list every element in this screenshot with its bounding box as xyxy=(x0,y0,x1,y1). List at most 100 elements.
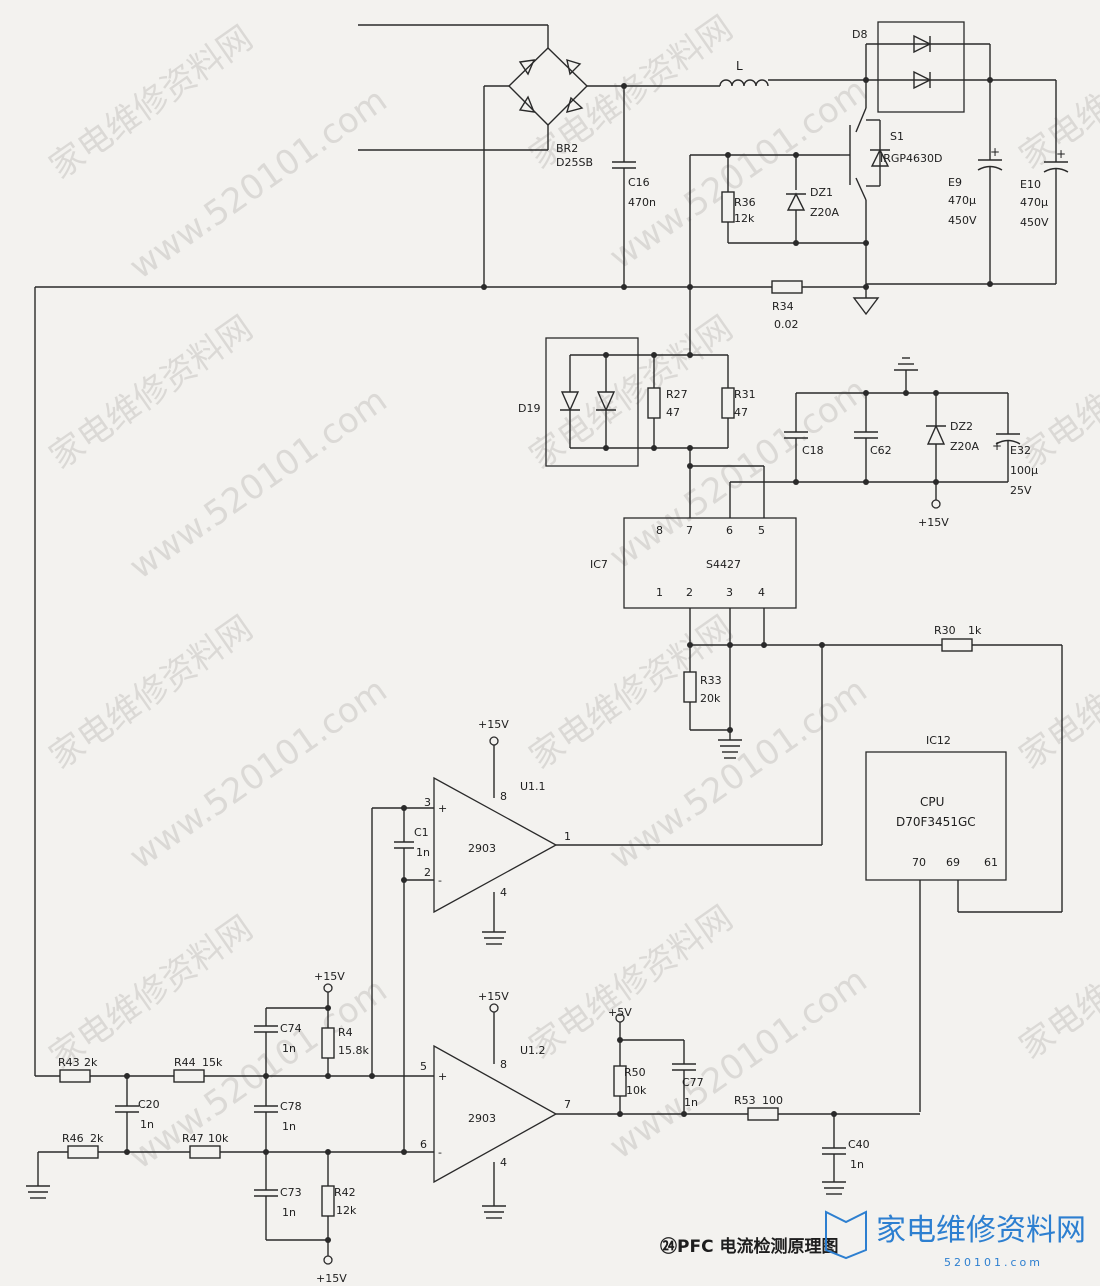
svg-text:+: + xyxy=(438,1070,447,1083)
c73-value: 1n xyxy=(282,1206,296,1219)
bridge-rectifier-br2 xyxy=(508,47,588,126)
watermark-url: www.520101.com xyxy=(122,380,394,587)
r31-value: 47 xyxy=(734,406,748,419)
u11-pin2: 2 xyxy=(424,866,431,879)
output-filter: +5V R50 10k C77 1n R53 100 C40 1n xyxy=(608,1006,920,1195)
watermark-cn: 家电维修资料网 xyxy=(522,8,740,177)
r30-value: 1k xyxy=(968,624,982,637)
c1-value: 1n xyxy=(416,846,430,859)
ic12-part2: D70F3451GC xyxy=(896,815,976,829)
c62-ref: C62 xyxy=(870,444,892,457)
rail-15v-driver: +15V xyxy=(918,516,949,529)
ic12-pin70: 70 xyxy=(912,856,926,869)
svg-text:+: + xyxy=(990,145,1000,159)
svg-text:+: + xyxy=(1056,147,1066,161)
ic12-part1: CPU xyxy=(920,795,944,809)
u11-pin1: 1 xyxy=(564,830,571,843)
r53-ref: R53 xyxy=(734,1094,756,1107)
ic7-pin8: 8 xyxy=(656,524,663,537)
watermark-cn: 家电维修资料网 xyxy=(1012,608,1100,777)
e10-v2: 450V xyxy=(1020,216,1049,229)
r42-value: 12k xyxy=(336,1204,357,1217)
rail-15v-u12: +15V xyxy=(478,990,509,1003)
svg-text:+: + xyxy=(992,439,1002,453)
rail-5v: +5V xyxy=(608,1006,632,1019)
watermark-cn: 家电维修资料网 xyxy=(522,308,740,477)
r27-value: 47 xyxy=(666,406,680,419)
rail-15v-top: +15V xyxy=(314,970,345,983)
r47 xyxy=(189,1145,221,1159)
e32-v1: 100μ xyxy=(1010,464,1038,477)
u12-pin8: 8 xyxy=(500,1058,507,1071)
e10-ref: E10 xyxy=(1020,178,1041,191)
ic7-driver: IC7 S4427 8 7 6 5 1 2 3 4 R30 1k R33 20k xyxy=(590,517,1063,913)
u1-2-amplifier: 2903 U1.2 5 6 7 8 4 + - +15V xyxy=(420,990,748,1219)
c40-value: 1n xyxy=(850,1158,864,1171)
u12-pin6: 6 xyxy=(420,1138,427,1151)
u11-pin8: 8 xyxy=(500,790,507,803)
r34-value: 0.02 xyxy=(774,318,799,331)
ic7-part: S4427 xyxy=(706,558,741,571)
r46-value: 2k xyxy=(90,1132,104,1145)
r33-ref: R33 xyxy=(700,674,722,687)
e10-v1: 470μ xyxy=(1020,196,1048,209)
r4-ref: R4 xyxy=(338,1026,353,1039)
svg-text:-: - xyxy=(438,1146,442,1159)
r27-ref: R27 xyxy=(666,388,688,401)
ic7-pin7: 7 xyxy=(686,524,693,537)
ic12-cpu: IC12 CPU D70F3451GC 70 69 61 xyxy=(865,734,1007,1112)
svg-text:+: + xyxy=(438,802,447,815)
dz2-ref: DZ2 xyxy=(950,420,973,433)
watermark-cn: 家电维修资料网 xyxy=(42,18,260,187)
d8-ref: D8 xyxy=(852,28,867,41)
u11-pin4: 4 xyxy=(500,886,507,899)
c20-value: 1n xyxy=(140,1118,154,1131)
c74-value: 1n xyxy=(282,1042,296,1055)
c77-ref: C77 xyxy=(682,1076,704,1089)
c16-value: 470n xyxy=(628,196,656,209)
c40-ref: C40 xyxy=(848,1138,870,1151)
r46-ref: R46 xyxy=(62,1132,84,1145)
r46 xyxy=(67,1145,99,1159)
l-ref: L xyxy=(736,59,743,73)
r4-value: 15.8k xyxy=(338,1044,369,1057)
dz2-value: Z20A xyxy=(950,440,980,453)
d8-package xyxy=(877,21,965,113)
u12-pin4: 4 xyxy=(500,1156,507,1169)
watermark-cn: 家电维修资料网 xyxy=(1012,898,1100,1067)
u12-ref: U1.2 xyxy=(520,1044,546,1057)
c78-ref: C78 xyxy=(280,1100,302,1113)
e9-ref: E9 xyxy=(948,176,962,189)
gate-drive-network: D19 R27 47 R31 47 xyxy=(518,337,765,518)
r50-ref: R50 xyxy=(624,1066,646,1079)
c20-ref: C20 xyxy=(138,1098,160,1111)
ic7-pin2: 2 xyxy=(686,586,693,599)
r43 xyxy=(59,1069,91,1083)
r43-ref: R43 xyxy=(58,1056,80,1069)
u12-pin5: 5 xyxy=(420,1060,427,1073)
r44-ref: R44 xyxy=(174,1056,196,1069)
svg-text:-: - xyxy=(438,874,442,887)
watermark-cn: 家电维修资料网 xyxy=(42,308,260,477)
logo-text: 家电维修资料网 xyxy=(876,1213,1086,1248)
e32-ref: E32 xyxy=(1010,444,1031,457)
c77-value: 1n xyxy=(684,1096,698,1109)
ic7-pin6: 6 xyxy=(726,524,733,537)
r36-ref: R36 xyxy=(734,196,756,209)
s1-part: IRGP4630D xyxy=(880,152,943,165)
inductor-l xyxy=(719,79,769,87)
watermark-cn: 家电维修资料网 xyxy=(42,608,260,777)
u11-part: 2903 xyxy=(468,842,496,855)
dz1-value: Z20A xyxy=(810,206,840,219)
site-logo: 家电维修资料网 520101.com xyxy=(825,1210,1086,1269)
r50-value: 10k xyxy=(626,1084,647,1097)
u11-pin3: 3 xyxy=(424,796,431,809)
ic7-pin5: 5 xyxy=(758,524,765,537)
r44 xyxy=(173,1069,205,1083)
watermark-layer: 家电维修资料网 www.520101.com 家电维修资料网 www.52010… xyxy=(42,8,1100,1177)
rail-15v-u11: +15V xyxy=(478,718,509,731)
rail-15v-bottom: +15V xyxy=(316,1272,347,1285)
r53-value: 100 xyxy=(762,1094,783,1107)
r31-ref: R31 xyxy=(734,388,756,401)
